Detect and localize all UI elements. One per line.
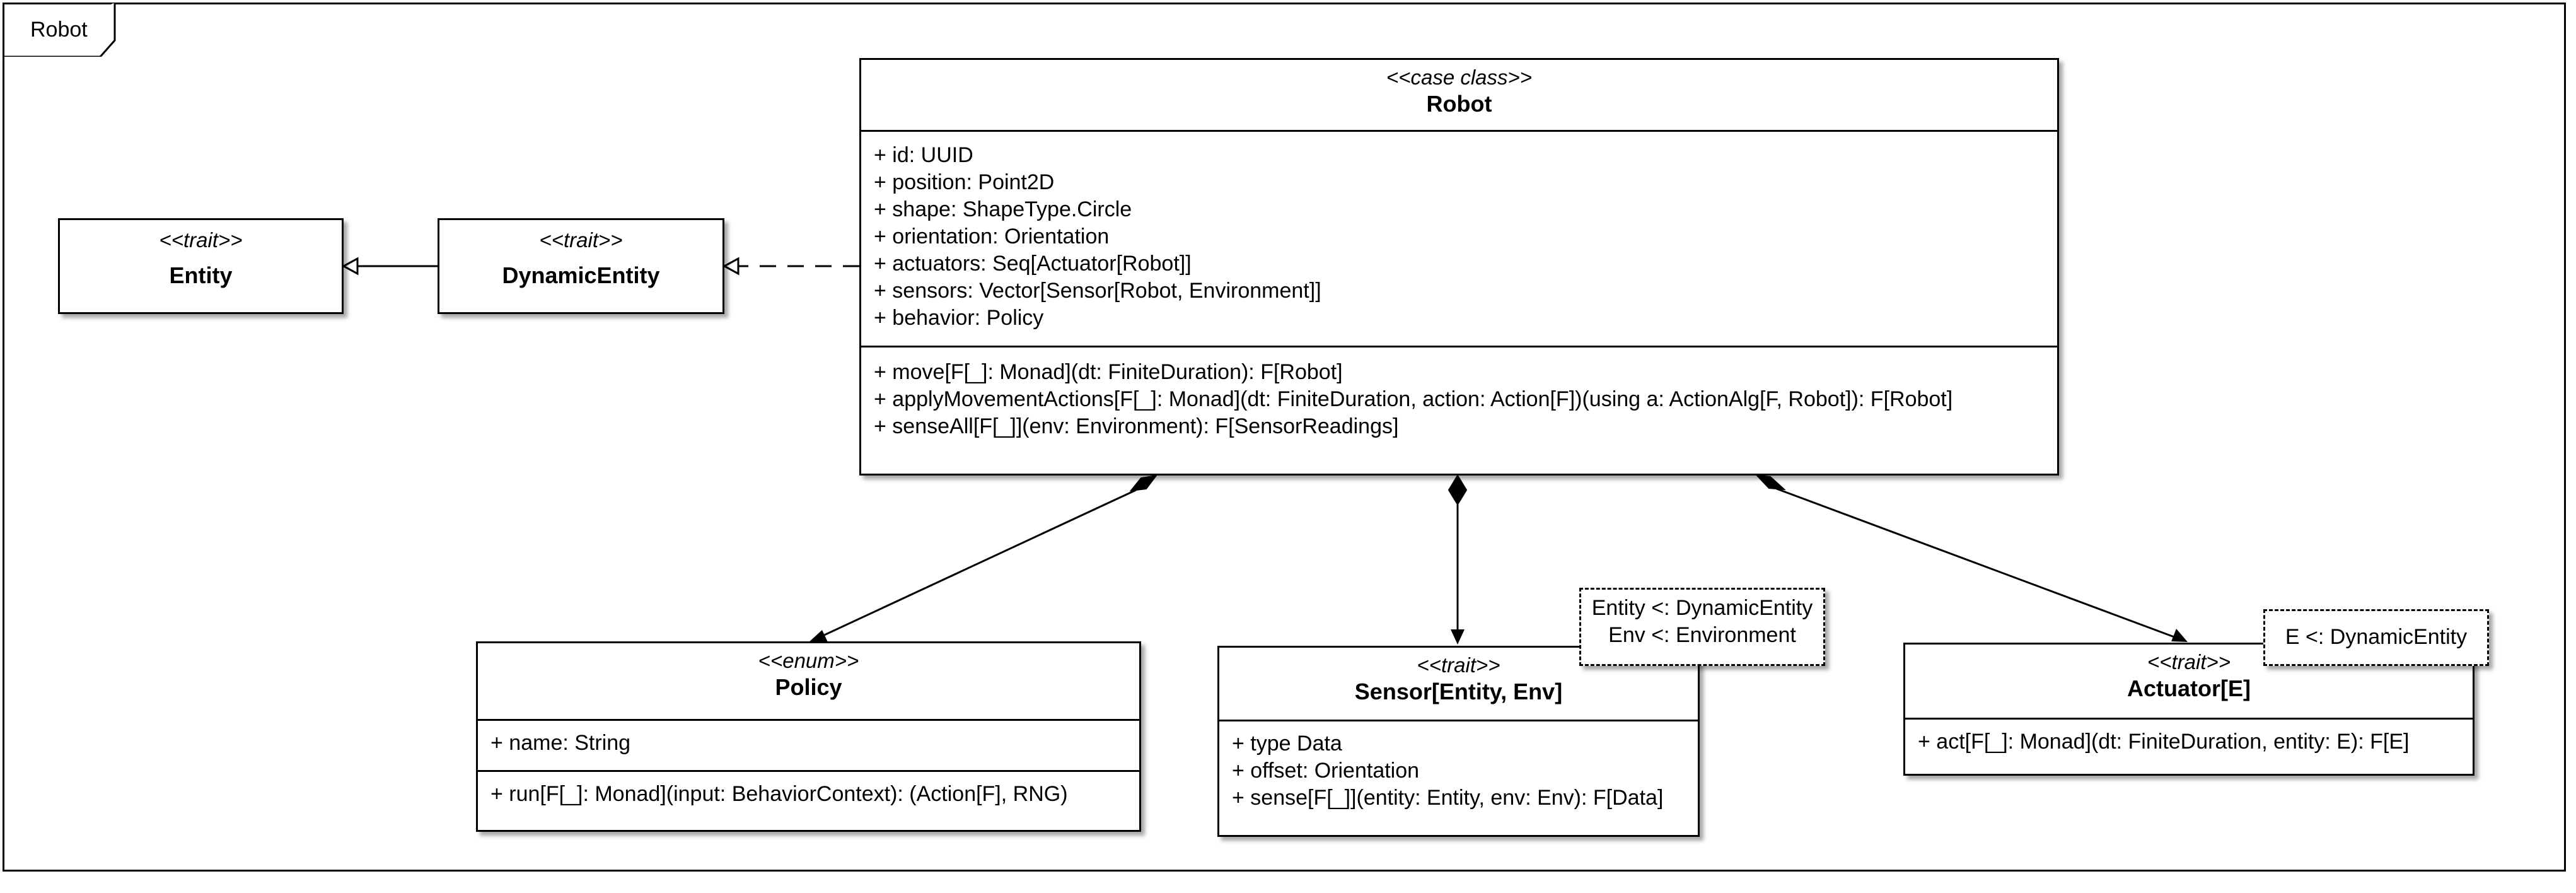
class-entity[interactable]: <<trait>> Entity — [58, 218, 344, 314]
robot-method: + applyMovementActions[F[_]: Monad](dt: … — [874, 387, 1953, 411]
composition-diamond-actuator — [1755, 474, 1786, 491]
sensor-member: + type Data — [1232, 732, 1342, 756]
policy-name: Policy — [775, 674, 842, 700]
sensor-member: + sense[F[_]](entity: Entity, env: Env):… — [1232, 786, 1664, 810]
composition-line-policy — [811, 489, 1137, 642]
sensor-stereotype: <<trait>> — [1417, 653, 1500, 677]
realization-arrowhead — [722, 257, 740, 276]
composition-line-actuator — [1776, 487, 2183, 641]
robot-attribute: + sensors: Vector[Sensor[Robot, Environm… — [874, 279, 1321, 303]
sensor-type-param: Env <: Environment — [1608, 623, 1796, 647]
robot-stereotype: <<case class>> — [1386, 66, 1533, 89]
actuator-name: Actuator[E] — [2127, 675, 2251, 701]
robot-attribute: + orientation: Orientation — [874, 225, 1110, 248]
frame-tab — [3, 3, 116, 57]
policy-methods: + run[F[_]: Monad](input: BehaviorContex… — [478, 770, 1139, 814]
actuator-member: + act[F[_]: Monad](dt: FiniteDuration, e… — [1918, 730, 2410, 754]
composition-arrow-policy — [808, 630, 828, 643]
sensor-member: + offset: Orientation — [1232, 759, 1420, 783]
sensor-type-param: Entity <: DynamicEntity — [1591, 596, 1813, 620]
robot-attributes: + id: UUID + position: Point2D + shape: … — [861, 130, 2057, 346]
composition-arrow-sensor — [1451, 629, 1465, 645]
class-policy[interactable]: <<enum>> Policy + name: String + run[F[_… — [476, 641, 1141, 832]
package-frame — [3, 3, 2566, 872]
actuator-type-param: E <: DynamicEntity — [2285, 625, 2468, 649]
robot-attribute: + shape: ShapeType.Circle — [874, 197, 1132, 221]
sensor-type-params: Entity <: DynamicEntity Env <: Environme… — [1579, 588, 1825, 666]
policy-attributes: + name: String — [478, 719, 1139, 770]
dynamic-entity-stereotype: <<trait>> — [539, 228, 623, 252]
class-sensor[interactable]: <<trait>> Sensor[Entity, Env] + type Dat… — [1217, 646, 1700, 837]
sensor-name: Sensor[Entity, Env] — [1354, 679, 1563, 704]
actuator-members: + act[F[_]: Monad](dt: FiniteDuration, e… — [1905, 718, 2473, 762]
dynamic-entity-name: DynamicEntity — [502, 262, 660, 288]
robot-attribute: + id: UUID — [874, 143, 973, 167]
frame-label: Robot — [30, 18, 88, 42]
robot-method: + move[F[_]: Monad](dt: FiniteDuration):… — [874, 360, 1343, 384]
policy-attribute: + name: String — [490, 731, 631, 755]
class-dynamic-entity[interactable]: <<trait>> DynamicEntity — [438, 218, 724, 314]
policy-stereotype: <<enum>> — [758, 649, 859, 672]
robot-attribute: + actuators: Seq[Actuator[Robot]] — [874, 252, 1192, 276]
entity-stereotype: <<trait>> — [159, 228, 243, 252]
composition-diamond-sensor — [1448, 474, 1468, 506]
actuator-type-params: E <: DynamicEntity — [2263, 609, 2489, 666]
robot-method: + senseAll[F[_]](env: Environment): F[Se… — [874, 414, 1399, 438]
robot-attribute: + position: Point2D — [874, 170, 1055, 194]
entity-name: Entity — [169, 262, 233, 288]
composition-arrow-actuator — [2171, 629, 2188, 642]
sensor-members: + type Data + offset: Orientation + sens… — [1219, 720, 1698, 818]
class-robot[interactable]: <<case class>> Robot + id: UUID + positi… — [859, 58, 2059, 476]
robot-attribute: + behavior: Policy — [874, 306, 1044, 330]
policy-method: + run[F[_]: Monad](input: BehaviorContex… — [490, 782, 1068, 806]
composition-diamond-policy — [1129, 474, 1158, 492]
robot-methods: + move[F[_]: Monad](dt: FiniteDuration):… — [861, 346, 2057, 446]
actuator-stereotype: <<trait>> — [2147, 650, 2231, 674]
generalization-arrowhead — [341, 257, 359, 276]
robot-name: Robot — [1426, 91, 1492, 117]
